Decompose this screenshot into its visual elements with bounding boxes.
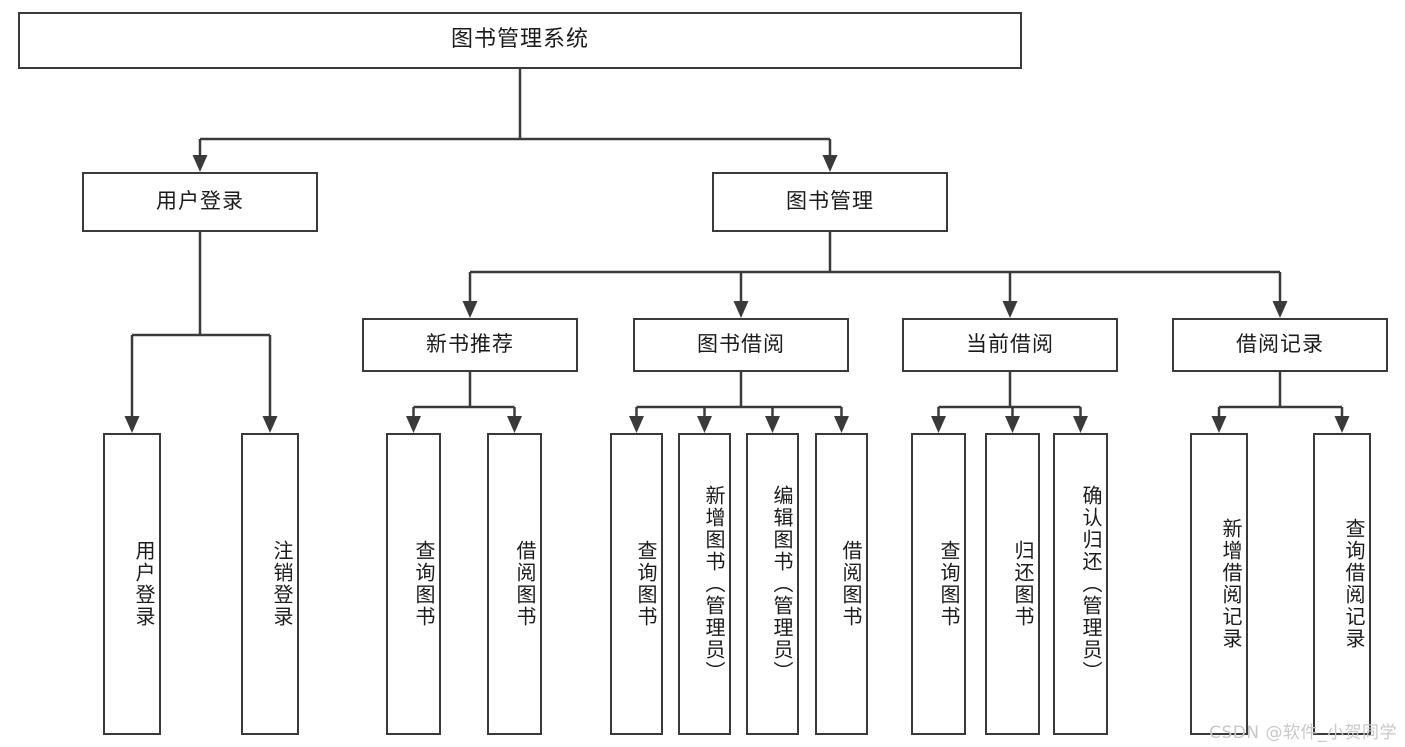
node-label: 用户登录 bbox=[132, 540, 156, 628]
node-leaf-query-record[interactable]: 查询借阅记录 bbox=[1313, 433, 1371, 735]
arrowhead-icon bbox=[1211, 416, 1227, 433]
node-leaf-return-book[interactable]: 归还图书 bbox=[985, 433, 1040, 735]
arrowhead-icon bbox=[406, 416, 421, 433]
node-leaf-borrow-book-1[interactable]: 借阅图书 bbox=[487, 433, 542, 735]
node-book-manage[interactable]: 图书管理 bbox=[712, 172, 948, 232]
node-label: 新书推荐 bbox=[426, 332, 514, 357]
node-label: 借阅记录 bbox=[1236, 332, 1324, 357]
node-label: 图书管理系统 bbox=[450, 27, 589, 53]
node-label: 图书管理 bbox=[786, 189, 874, 214]
node-leaf-query-book-1[interactable]: 查询图书 bbox=[386, 433, 441, 735]
arrowhead-icon bbox=[834, 416, 849, 433]
arrowhead-icon bbox=[1073, 416, 1088, 433]
node-label: 当前借阅 bbox=[966, 332, 1054, 357]
arrowhead-icon bbox=[507, 416, 522, 433]
node-label: 新增借阅记录 bbox=[1219, 518, 1243, 650]
node-leaf-confirm-return[interactable]: 确认归还（管理员） bbox=[1053, 433, 1108, 735]
node-root[interactable]: 图书管理系统 bbox=[18, 12, 1022, 69]
arrowhead-icon bbox=[1334, 416, 1350, 433]
node-leaf-add-record[interactable]: 新增借阅记录 bbox=[1190, 433, 1248, 735]
node-label: 查询图书 bbox=[412, 540, 436, 628]
arrowhead-icon bbox=[629, 416, 644, 433]
node-leaf-edit-book[interactable]: 编辑图书（管理员） bbox=[746, 433, 799, 735]
node-book-borrow[interactable]: 图书借阅 bbox=[633, 318, 849, 372]
arrowhead-icon bbox=[124, 416, 140, 433]
arrowhead-icon bbox=[1005, 416, 1020, 433]
arrowhead-icon bbox=[192, 155, 208, 172]
node-label: 注销登录 bbox=[270, 540, 294, 628]
node-borrow-record[interactable]: 借阅记录 bbox=[1172, 318, 1388, 372]
node-leaf-query-book-3[interactable]: 查询图书 bbox=[911, 433, 966, 735]
node-label: 借阅图书 bbox=[513, 540, 537, 628]
arrowhead-icon bbox=[1002, 301, 1018, 318]
node-label: 编辑图书（管理员） bbox=[770, 485, 794, 683]
watermark: CSDN @软件_小贺同学 bbox=[1209, 723, 1397, 743]
arrowhead-icon bbox=[262, 416, 278, 433]
node-label: 查询图书 bbox=[634, 540, 658, 628]
arrowhead-icon bbox=[733, 301, 749, 318]
arrowhead-icon bbox=[1272, 301, 1288, 318]
node-leaf-user-login[interactable]: 用户登录 bbox=[103, 433, 161, 735]
node-leaf-query-book-2[interactable]: 查询图书 bbox=[610, 433, 663, 735]
node-label: 查询借阅记录 bbox=[1342, 518, 1366, 650]
node-leaf-borrow-book-2[interactable]: 借阅图书 bbox=[815, 433, 868, 735]
node-label: 借阅图书 bbox=[839, 540, 863, 628]
arrowhead-icon bbox=[931, 416, 946, 433]
node-label: 新增图书（管理员） bbox=[702, 485, 726, 683]
node-label: 用户登录 bbox=[156, 189, 244, 214]
node-current-borrow[interactable]: 当前借阅 bbox=[902, 318, 1118, 372]
arrowhead-icon bbox=[462, 301, 478, 318]
node-label: 查询图书 bbox=[937, 540, 961, 628]
node-leaf-add-book[interactable]: 新增图书（管理员） bbox=[678, 433, 731, 735]
node-label: 图书借阅 bbox=[697, 332, 785, 357]
arrowhead-icon bbox=[765, 416, 780, 433]
node-label: 确认归还（管理员） bbox=[1079, 485, 1103, 683]
node-user-login[interactable]: 用户登录 bbox=[82, 172, 318, 232]
arrowhead-icon bbox=[822, 155, 838, 172]
arrowhead-icon bbox=[697, 416, 712, 433]
node-label: 归还图书 bbox=[1011, 540, 1035, 628]
node-new-book-rec[interactable]: 新书推荐 bbox=[362, 318, 578, 372]
node-leaf-logout[interactable]: 注销登录 bbox=[241, 433, 299, 735]
